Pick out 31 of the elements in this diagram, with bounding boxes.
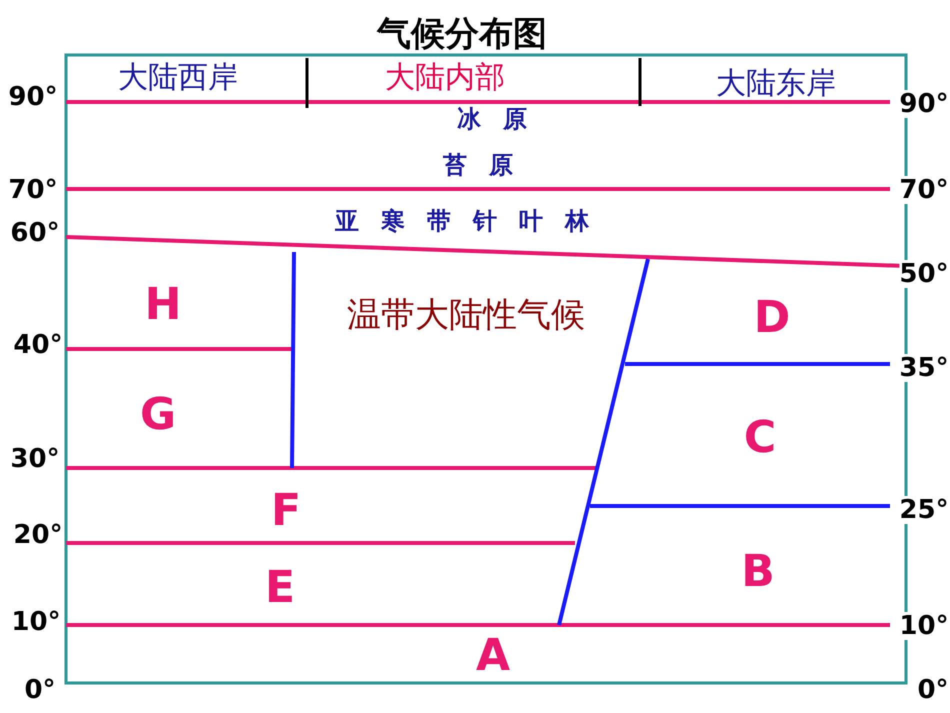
- region-letter: F: [270, 489, 302, 533]
- region-letter: C: [744, 416, 776, 460]
- region-letter: G: [140, 393, 176, 437]
- latitude-label: 30°: [10, 446, 60, 472]
- latitude-label: 25°: [899, 496, 949, 524]
- latitude-label: 0°: [917, 677, 949, 703]
- latitude-label: 50°: [899, 260, 949, 288]
- zone-heading: 大陆东岸: [716, 69, 836, 99]
- region-letter: B: [741, 550, 775, 594]
- latitude-label: 0°: [24, 677, 56, 703]
- latitude-label: 35°: [899, 354, 949, 382]
- diagram-title: 气候分布图: [377, 17, 547, 51]
- zone-heading: 大陆内部: [385, 63, 505, 93]
- latitude-label: 40°: [13, 332, 63, 358]
- climate-label: 温带大陆性气候: [347, 298, 585, 332]
- latitude-label: 90°: [8, 84, 58, 110]
- region-letter: A: [476, 634, 510, 678]
- latitude-label: 70°: [8, 177, 58, 203]
- vegetation-label: 苔原: [443, 153, 535, 177]
- zone-heading: 大陆西岸: [118, 63, 238, 93]
- region-letter: H: [144, 283, 182, 327]
- latitude-label: 90°: [899, 90, 949, 118]
- latitude-label: 60°: [10, 220, 60, 246]
- latitude-label: 20°: [13, 522, 63, 548]
- region-letter: D: [754, 296, 790, 340]
- region-letter: E: [264, 566, 296, 610]
- vegetation-label: 冰原: [457, 107, 549, 131]
- latitude-label: 10°: [899, 612, 949, 640]
- vegetation-label: 亚寒带针叶林: [335, 209, 611, 233]
- latitude-label: 70°: [899, 176, 949, 204]
- latitude-label: 10°: [11, 609, 61, 635]
